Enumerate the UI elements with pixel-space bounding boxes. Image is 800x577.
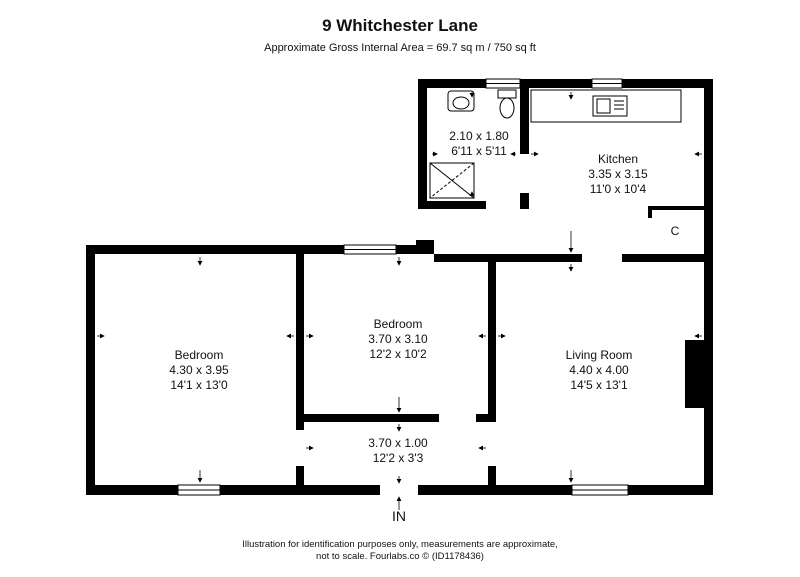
room-label-living-room: Living Room 4.40 x 4.00 14'5 x 13'1 bbox=[566, 348, 633, 392]
kitchen-dim-metric: 3.35 x 3.15 bbox=[588, 167, 648, 181]
disclaimer-line-1: Illustration for identification purposes… bbox=[242, 539, 558, 550]
hallway-dim-metric: 3.70 x 1.00 bbox=[368, 436, 428, 450]
kitchen-dim-imperial: 11'0 x 10'4 bbox=[590, 182, 647, 196]
bedroom-left-dim-metric: 4.30 x 3.95 bbox=[169, 363, 229, 377]
room-label-bathroom: 2.10 x 1.80 6'11 x 5'11 bbox=[449, 129, 509, 158]
bedroom-left-dim-imperial: 14'1 x 13'0 bbox=[170, 378, 228, 392]
bedroom-middle-name: Bedroom bbox=[374, 317, 423, 331]
room-label-kitchen: Kitchen 3.35 x 3.15 11'0 x 10'4 bbox=[588, 152, 648, 196]
room-label-bedroom-left: Bedroom 4.30 x 3.95 14'1 x 13'0 bbox=[169, 348, 229, 392]
room-label-hallway: 3.70 x 1.00 12'2 x 3'3 bbox=[368, 436, 428, 465]
bathroom-dim-imperial: 6'11 x 5'11 bbox=[451, 144, 507, 158]
bedroom-left-name: Bedroom bbox=[175, 348, 224, 362]
dimension-arrows bbox=[97, 92, 702, 510]
living-room-name: Living Room bbox=[566, 348, 633, 362]
plan-area-subtitle: Approximate Gross Internal Area = 69.7 s… bbox=[264, 42, 536, 54]
room-label-bedroom-middle: Bedroom 3.70 x 3.10 12'2 x 10'2 bbox=[368, 317, 428, 361]
bathroom-dim-metric: 2.10 x 1.80 bbox=[449, 129, 509, 143]
living-room-dim-metric: 4.40 x 4.00 bbox=[569, 363, 629, 377]
living-room-dim-imperial: 14'5 x 13'1 bbox=[570, 378, 628, 392]
walls bbox=[86, 79, 713, 495]
bedroom-middle-dim-imperial: 12'2 x 10'2 bbox=[369, 347, 427, 361]
kitchen-counter bbox=[530, 89, 682, 123]
bedroom-middle-dim-metric: 3.70 x 3.10 bbox=[368, 332, 428, 346]
kitchen-name: Kitchen bbox=[598, 152, 638, 166]
disclaimer-line-2: not to scale. Fourlabs.co © (ID1178436) bbox=[316, 551, 484, 562]
cupboard-label: C bbox=[671, 224, 680, 238]
plan-title: 9 Whitchester Lane bbox=[322, 16, 478, 35]
entrance-label: IN bbox=[392, 508, 406, 524]
windows bbox=[177, 78, 629, 496]
hallway-dim-imperial: 12'2 x 3'3 bbox=[373, 451, 424, 465]
bathroom-fixtures bbox=[429, 89, 517, 199]
